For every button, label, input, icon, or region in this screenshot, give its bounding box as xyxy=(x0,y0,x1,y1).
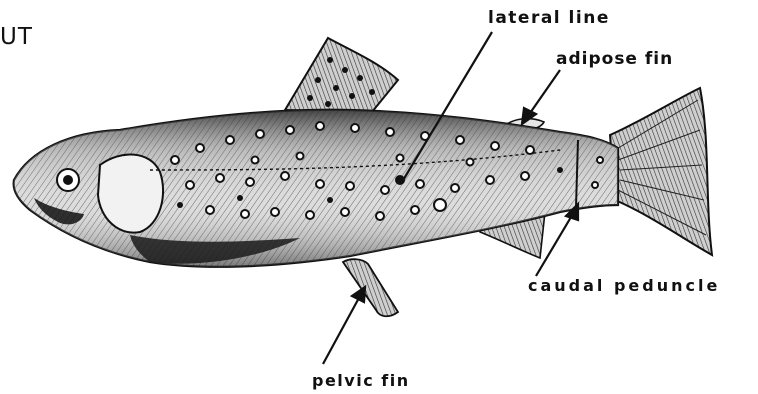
label-pelvic-fin: pelvic fin xyxy=(312,373,410,389)
pointer-adipose-fin xyxy=(528,70,560,116)
pointer-pelvic-fin xyxy=(323,296,360,364)
gill-cover xyxy=(98,155,163,233)
label-lateral-line: lateral line xyxy=(488,10,610,27)
pelvic-fin-shape xyxy=(343,259,398,316)
label-caudal-peduncle: caudal peduncle xyxy=(528,278,720,294)
partial-heading-text: UT xyxy=(0,26,33,49)
label-adipose-fin: adipose fin xyxy=(556,51,673,68)
dorsal-fin xyxy=(285,38,398,112)
